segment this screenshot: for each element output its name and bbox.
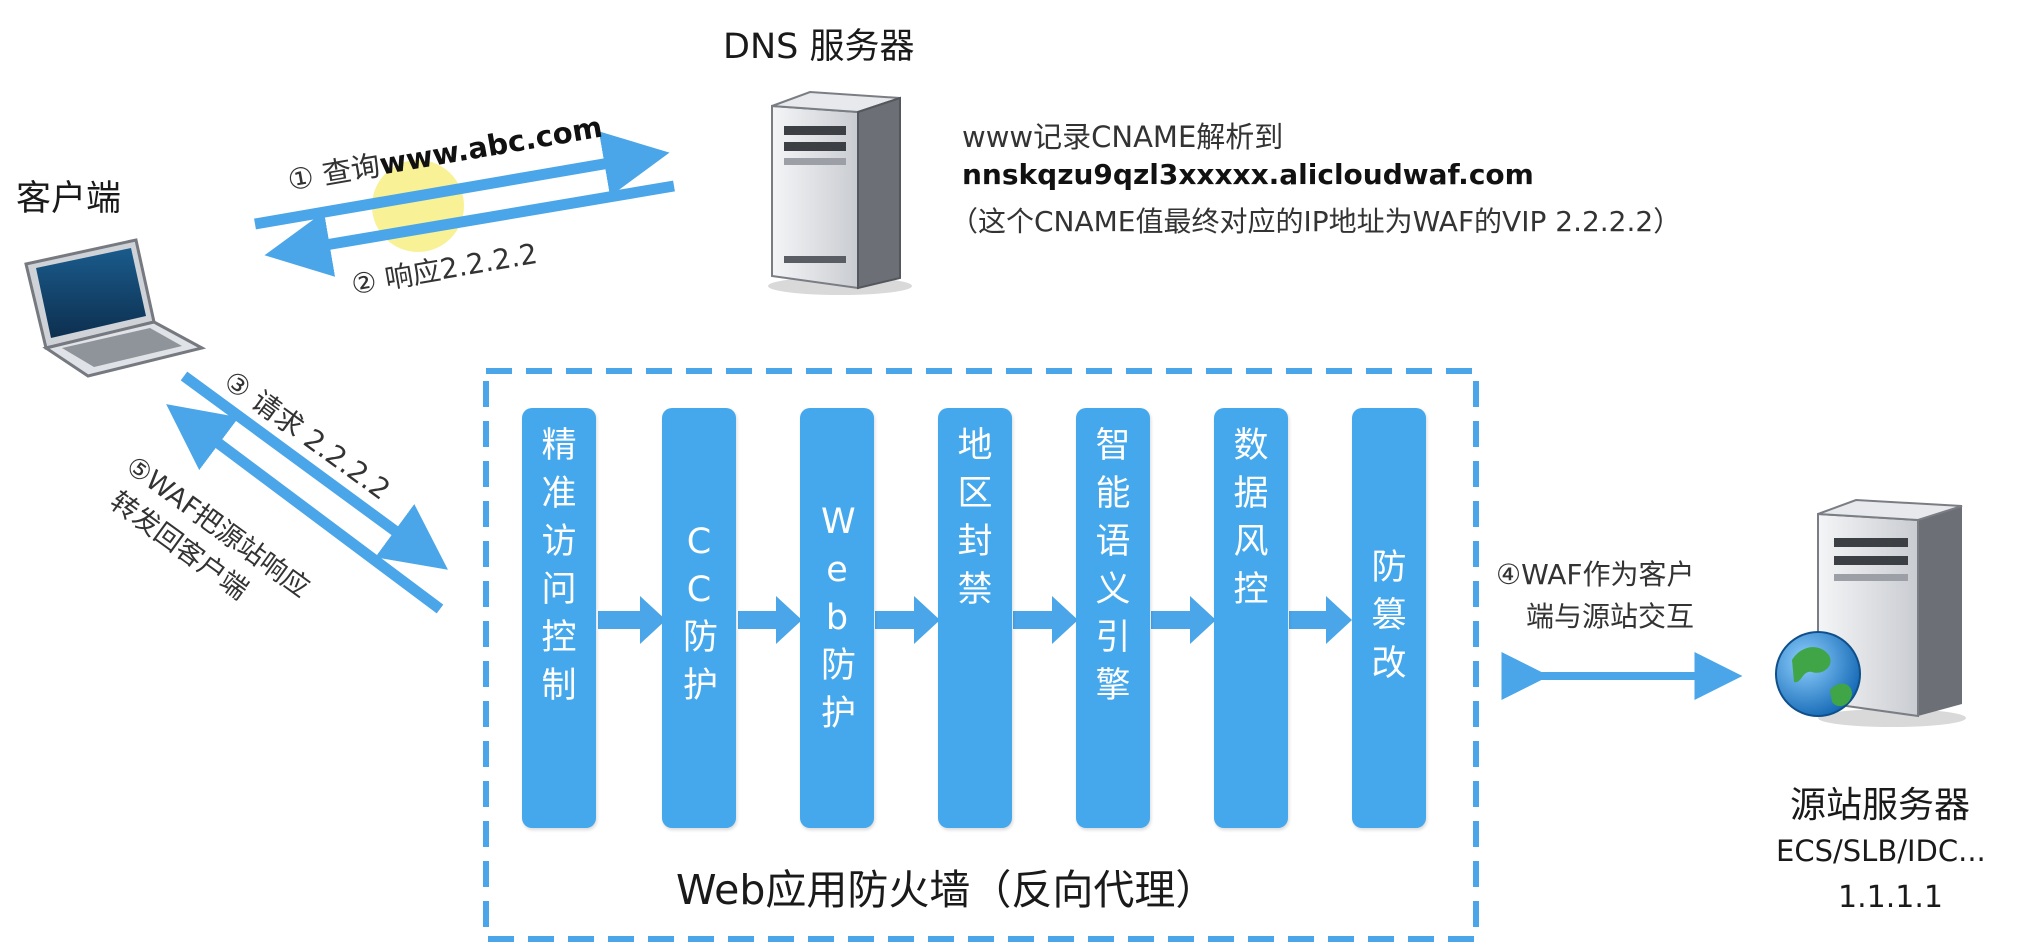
waf-module-geo-blocking: 地区封禁 [938, 408, 1012, 828]
laptop-icon [24, 238, 207, 378]
step4-label: ④WAF作为客户 端与源站交互 [1496, 554, 1695, 638]
module-label: 地区封禁 [957, 426, 993, 610]
module-label: 数据风控 [1233, 426, 1269, 610]
origin-server-ip: 1.1.1.1 [1838, 880, 1943, 915]
response-arrow [264, 180, 675, 277]
dns-server-title: DNS 服务器 [723, 27, 915, 67]
waf-title: Web应用防火墙（反向代理） [676, 866, 1217, 914]
module-label: Web防护 [821, 502, 857, 734]
step4-line1: WAF作为客户 [1521, 558, 1695, 591]
cname-record-line2: nnskqzu9qzl3xxxxx.alicloudwaf.com [962, 158, 1534, 191]
step1-number: ① [285, 159, 317, 198]
origin-server-title: 源站服务器 [1790, 785, 1971, 826]
module-label: 智能语义引擎 [1095, 426, 1131, 706]
waf-module-semantic-engine: 智能语义引擎 [1076, 408, 1150, 828]
waf-module-cc-protection: CC防护 [662, 408, 736, 828]
module-label: 精准访问控制 [541, 426, 577, 706]
module-label: 防篡改 [1371, 548, 1407, 684]
waf-module-anti-tamper: 防篡改 [1352, 408, 1426, 828]
step2-number: ② [348, 264, 380, 302]
return-arrow [166, 404, 444, 614]
step4-number: ④ [1496, 558, 1522, 591]
module-label: CC防护 [683, 522, 719, 706]
globe-server-icon [1775, 498, 1966, 727]
step1-text: 查询 [319, 148, 383, 192]
server-icon [768, 90, 912, 295]
step4-line2: 端与源站交互 [1526, 600, 1695, 633]
waf-frame [483, 368, 1479, 942]
waf-module-precise-access-control: 精准访问控制 [522, 408, 596, 828]
origin-server-subtitle: ECS/SLB/IDC... [1776, 834, 1986, 868]
cname-record-line1: www记录CNAME解析到 [962, 120, 1284, 154]
cname-record-line3: （这个CNAME值最终对应的IP地址为WAF的VIP 2.2.2.2） [950, 205, 1682, 238]
client-title: 客户端 [16, 179, 122, 219]
waf-module-data-risk-control: 数据风控 [1214, 408, 1288, 828]
module-chain-arrows [598, 596, 1352, 644]
waf-module-web-protection: Web防护 [800, 408, 874, 828]
